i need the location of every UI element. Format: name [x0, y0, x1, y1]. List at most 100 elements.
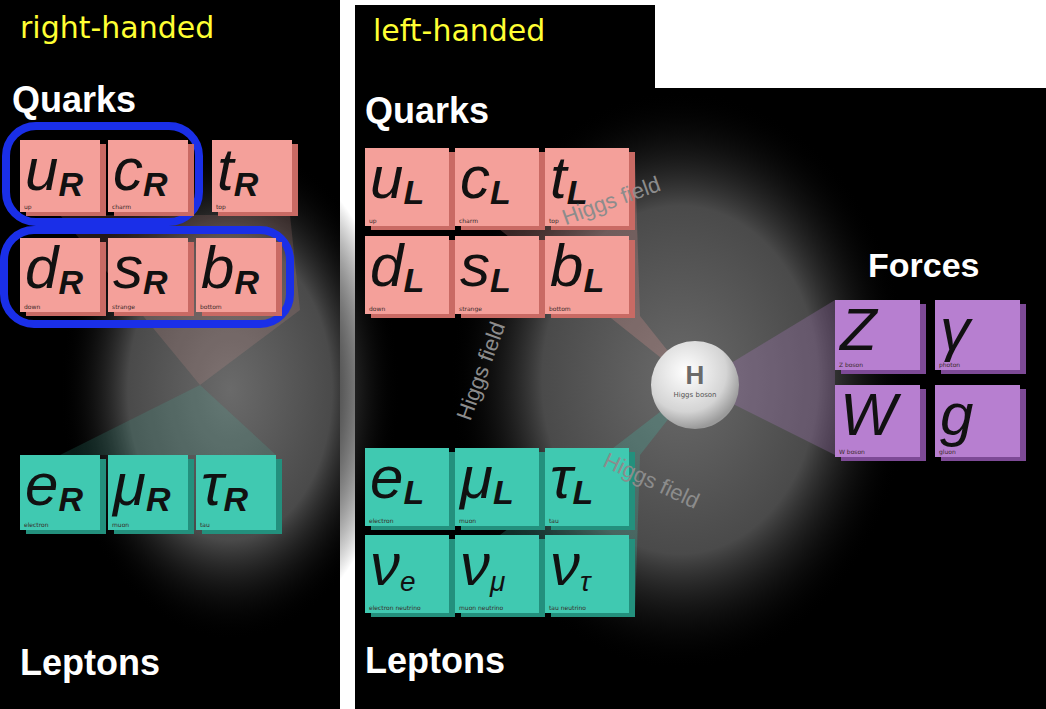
particle-symbol-group: bR: [201, 238, 259, 298]
handedness-subscript: L: [490, 261, 511, 299]
particle-symbol-group: uR: [25, 140, 83, 200]
particle-symbol-group: cL: [460, 148, 511, 208]
handedness-subscript: L: [493, 473, 514, 511]
particle-tile: eRelectron: [20, 455, 100, 530]
particle-symbol: W: [840, 381, 897, 448]
particle-symbol: μ: [460, 444, 493, 511]
particle-tile: γ photon: [935, 300, 1020, 370]
group-label: Forces: [868, 248, 980, 282]
handedness-subscript: R: [143, 263, 168, 301]
particle-symbol: s: [113, 234, 143, 301]
particle-symbol-group: μR: [113, 455, 170, 515]
particle-tile: cLcharm: [455, 148, 539, 226]
highlight-outline: [4, 230, 290, 324]
handedness-subscript: R: [58, 480, 83, 518]
particle-symbol: c: [113, 136, 143, 203]
particle-tile: tRtop: [212, 140, 292, 212]
particle-name: down: [369, 306, 385, 312]
particle-name: electron neutrino: [369, 605, 421, 611]
particle-tile: sRstrange: [108, 238, 188, 312]
particle-symbol: ν: [550, 531, 580, 598]
higgs-circle: HHiggs boson: [650, 340, 740, 430]
handedness-subscript: R: [58, 165, 83, 203]
particle-symbol-group: ντ: [550, 535, 590, 595]
particle-symbol: u: [370, 144, 403, 211]
particle-symbol-group: τR: [201, 455, 248, 515]
particle-name: tau: [200, 522, 210, 528]
left-panel-ground: [355, 88, 1046, 709]
higgs-sphere: [651, 341, 739, 429]
particle-symbol: e: [25, 451, 58, 518]
particle-tile: μL muon: [455, 448, 539, 526]
particle-symbol-group: γ: [940, 300, 970, 360]
particle-symbol-group: νμ: [460, 535, 505, 595]
particle-symbol: d: [370, 232, 403, 299]
particle-symbol-group: cR: [113, 140, 168, 200]
particle-name: up: [369, 218, 377, 224]
group-label: Leptons: [20, 645, 160, 681]
particle-symbol-group: W: [840, 385, 897, 445]
particle-name: strange: [459, 306, 482, 312]
panel-heading: right-handed: [20, 10, 214, 46]
particle-symbol-group: dR: [25, 238, 83, 298]
handedness-subscript: τ: [580, 566, 590, 597]
higgs-field-blob: [60, 140, 400, 640]
coupling-ray: [60, 385, 276, 455]
panel-heading: left-handed: [373, 13, 545, 49]
particle-name: bottom: [549, 306, 571, 312]
group-label: Quarks: [12, 82, 136, 118]
particle-symbol-group: eL: [370, 448, 424, 508]
particle-symbol: d: [25, 234, 58, 301]
particle-name: muon neutrino: [459, 605, 503, 611]
particle-symbol: t: [550, 144, 567, 211]
particle-name: top: [216, 204, 226, 210]
particle-symbol: τ: [201, 451, 223, 518]
particle-tile: μR muon: [108, 455, 188, 530]
particle-symbol: b: [201, 234, 234, 301]
particle-symbol: τ: [550, 444, 572, 511]
handedness-subscript: R: [234, 165, 259, 203]
particle-name: bottom: [200, 304, 222, 310]
handedness-subscript: μ: [490, 566, 505, 597]
particle-symbol: Z: [840, 296, 877, 363]
higgs-field-blob: [450, 90, 910, 670]
particle-symbol: ν: [370, 531, 400, 598]
handedness-subscript: R: [143, 165, 168, 203]
particle-name: Higgs boson: [650, 392, 740, 399]
particle-name: photon: [939, 362, 960, 368]
handedness-panel: left-handedQuarksLeptonsuLupcLcharmtLtop…: [355, 5, 1046, 709]
particle-tile: uLup: [365, 148, 449, 226]
particle-symbol-group: Z: [840, 300, 877, 360]
particle-symbol: t: [217, 136, 234, 203]
handedness-subscript: L: [572, 473, 593, 511]
particle-symbol: g: [940, 381, 973, 448]
handedness-subscript: R: [234, 263, 259, 301]
particle-name: W boson: [839, 449, 865, 455]
particle-symbol: b: [550, 232, 583, 299]
particle-name: muon: [112, 522, 129, 528]
particle-symbol: c: [460, 144, 490, 211]
particle-symbol-group: sL: [460, 236, 511, 296]
particle-tile: uR up: [20, 140, 100, 212]
particle-symbol-group: μL: [460, 448, 514, 508]
handedness-subscript: e: [400, 566, 416, 597]
particle-symbol-group: νe: [370, 535, 416, 595]
particle-name: top: [549, 218, 559, 224]
particle-tile: dLdown: [365, 236, 449, 314]
group-label: Leptons: [365, 643, 505, 679]
particle-name: electron: [24, 522, 49, 528]
particle-tile: bLbottom: [545, 236, 629, 314]
particle-name: strange: [112, 304, 135, 310]
particle-name: up: [24, 204, 32, 210]
particle-name: down: [24, 304, 40, 310]
particle-name: muon: [459, 518, 476, 524]
particle-symbol: s: [460, 232, 490, 299]
particle-tile: bR bottom: [196, 238, 276, 312]
handedness-subscript: R: [58, 263, 83, 301]
particle-symbol: e: [370, 444, 403, 511]
handedness-subscript: L: [583, 261, 604, 299]
particle-symbol: μ: [113, 451, 146, 518]
highlight-outline: [6, 126, 199, 222]
particle-symbol-group: τL: [550, 448, 593, 508]
particle-name: electron: [369, 518, 394, 524]
